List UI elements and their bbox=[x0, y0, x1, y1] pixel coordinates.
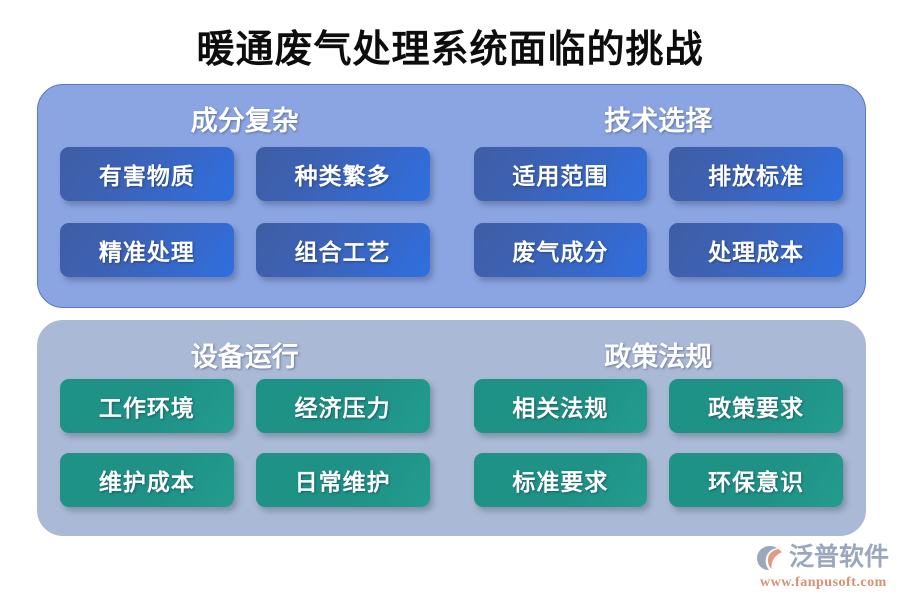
chip-grid-technology: 适用范围 排放标准 废气成分 处理成本 bbox=[452, 147, 866, 277]
chip-daily-maintenance[interactable]: 日常维护 bbox=[255, 453, 430, 507]
chip-grid-composition: 有害物质 种类繁多 精准处理 组合工艺 bbox=[38, 147, 452, 277]
chip-grid-equipment: 工作环境 经济压力 维护成本 日常维护 bbox=[38, 379, 452, 507]
brand-url: www.fanpusoft.com bbox=[760, 575, 887, 590]
chip-harmful-substances[interactable]: 有害物质 bbox=[60, 147, 234, 201]
chip-standard-requirements[interactable]: 标准要求 bbox=[473, 453, 648, 507]
chip-treatment-cost[interactable]: 处理成本 bbox=[669, 223, 843, 277]
chip-economic-pressure[interactable]: 经济压力 bbox=[255, 379, 430, 433]
chip-maintenance-cost[interactable]: 维护成本 bbox=[60, 453, 234, 507]
section-composition: 成分复杂 有害物质 种类繁多 精准处理 组合工艺 bbox=[38, 85, 452, 307]
chip-precise-treatment[interactable]: 精准处理 bbox=[60, 223, 234, 277]
chip-relevant-regulations[interactable]: 相关法规 bbox=[473, 379, 648, 433]
chip-grid-policy: 相关法规 政策要求 标准要求 环保意识 bbox=[452, 379, 866, 507]
section-title-equipment: 设备运行 bbox=[190, 342, 299, 372]
fanpu-logo-icon bbox=[756, 544, 786, 572]
brand-watermark: 泛普软件 www.fanpusoft.com bbox=[756, 543, 894, 593]
chip-environmental-awareness[interactable]: 环保意识 bbox=[669, 453, 843, 507]
section-technology: 技术选择 适用范围 排放标准 废气成分 处理成本 bbox=[452, 85, 866, 307]
section-equipment: 设备运行 工作环境 经济压力 维护成本 日常维护 bbox=[38, 321, 452, 535]
chip-working-environment[interactable]: 工作环境 bbox=[60, 379, 234, 433]
chip-applicable-scope[interactable]: 适用范围 bbox=[473, 147, 648, 201]
chip-policy-requirements[interactable]: 政策要求 bbox=[669, 379, 843, 433]
chip-emission-standard[interactable]: 排放标准 bbox=[669, 147, 843, 201]
chip-many-types[interactable]: 种类繁多 bbox=[255, 147, 430, 201]
section-title-technology: 技术选择 bbox=[604, 106, 713, 136]
section-title-policy: 政策法规 bbox=[604, 342, 713, 372]
page-title: 暖通废气处理系统面临的挑战 bbox=[196, 29, 704, 71]
brand-row: 泛普软件 bbox=[756, 543, 894, 573]
panel-challenges-bottom: 设备运行 工作环境 经济压力 维护成本 日常维护 政策法规 相关法规 政策要求 … bbox=[37, 320, 866, 536]
section-title-composition: 成分复杂 bbox=[190, 106, 299, 136]
panel-challenges-top: 成分复杂 有害物质 种类繁多 精准处理 组合工艺 技术选择 适用范围 排放标准 … bbox=[37, 84, 866, 308]
chip-combined-process[interactable]: 组合工艺 bbox=[255, 223, 430, 277]
section-policy: 政策法规 相关法规 政策要求 标准要求 环保意识 bbox=[452, 321, 866, 535]
chip-exhaust-composition[interactable]: 废气成分 bbox=[473, 223, 648, 277]
brand-name: 泛普软件 bbox=[789, 544, 890, 571]
